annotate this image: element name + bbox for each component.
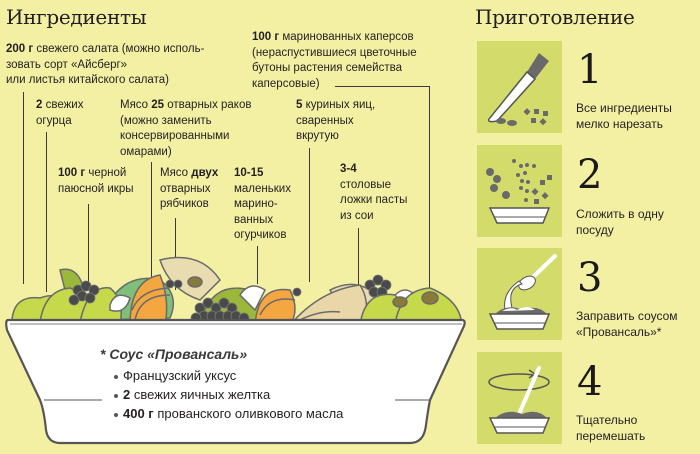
leader-line-cucumbers	[46, 132, 47, 292]
leader-line-capers-h	[335, 86, 429, 87]
ingredient-soy-paste: 3-4 столовые ложки пасты из сои	[340, 163, 408, 222]
leader-line-crayfish	[151, 162, 152, 284]
step-2-icon-box	[477, 145, 562, 237]
step-2-number: 2	[577, 152, 603, 198]
sauce-section: * Соус «Провансаль» Французский уксус 2 …	[100, 346, 420, 423]
ingredient-eggs: 5 куриных яиц, сваренных вкрутую	[296, 99, 376, 142]
preparation-title: Приготовление	[475, 5, 635, 29]
sauce-item: 2 свежих яичных желтка	[114, 385, 420, 404]
step-1-text: Все ингредиенты мелко нарезать	[576, 101, 672, 131]
step-4-number: 4	[577, 359, 603, 405]
ingredients-title: Ингредиенты	[6, 5, 147, 29]
ingredient-lettuce: 200 г свежего салата (можно исполь- зова…	[6, 43, 205, 86]
bullet-icon	[114, 412, 118, 417]
step-1-number: 1	[577, 47, 603, 93]
leader-line-grouse	[175, 218, 176, 290]
ingredient-caviar: 100 г черной паюсной икры	[58, 167, 134, 195]
leader-line-capers-v	[429, 86, 430, 292]
leader-line-pickles	[257, 246, 258, 284]
sauce-item: 400 г прованского оливкового масла	[114, 404, 420, 423]
leader-line-caviar	[88, 204, 89, 288]
bowl-ingredients-icon	[486, 159, 552, 224]
salad-bowl-illustration	[5, 256, 466, 445]
step-1-icon-box	[477, 41, 562, 133]
step-4-text: Тщательно перемешать	[576, 413, 646, 443]
ingredient-capers: 100 г маринованных каперсов (нераспустив…	[252, 31, 417, 90]
step-4-icon-box	[477, 352, 562, 444]
step-2-text: Сложить в одну посуду	[576, 207, 664, 237]
sauce-item: Французский уксус	[114, 366, 420, 385]
sauce-title: * Соус «Провансаль»	[100, 346, 248, 362]
ingredient-pickles: 10-15 маленьких марино- ванных огурчиков	[234, 167, 291, 241]
leader-line-eggs	[309, 148, 310, 282]
leader-line-soy	[358, 228, 359, 288]
ingredient-cucumbers: 2 свежих огурца	[36, 99, 84, 127]
ingredient-crayfish: Мясо 25 отварных раков (можно заменить к…	[120, 99, 252, 158]
knife-icon	[487, 53, 549, 126]
bullet-icon	[114, 374, 118, 379]
step-3-number: 3	[577, 255, 603, 301]
ingredient-grouse: Мясо двух отварных рябчиков	[160, 167, 219, 210]
step-3-text: Заправить соусом «Провансаль»*	[576, 309, 678, 339]
spoon-sauce-icon	[488, 254, 557, 330]
bullet-icon	[114, 393, 118, 398]
leader-line-lettuce	[23, 92, 24, 284]
step-3-icon-box	[477, 248, 562, 340]
stir-icon	[488, 366, 551, 434]
